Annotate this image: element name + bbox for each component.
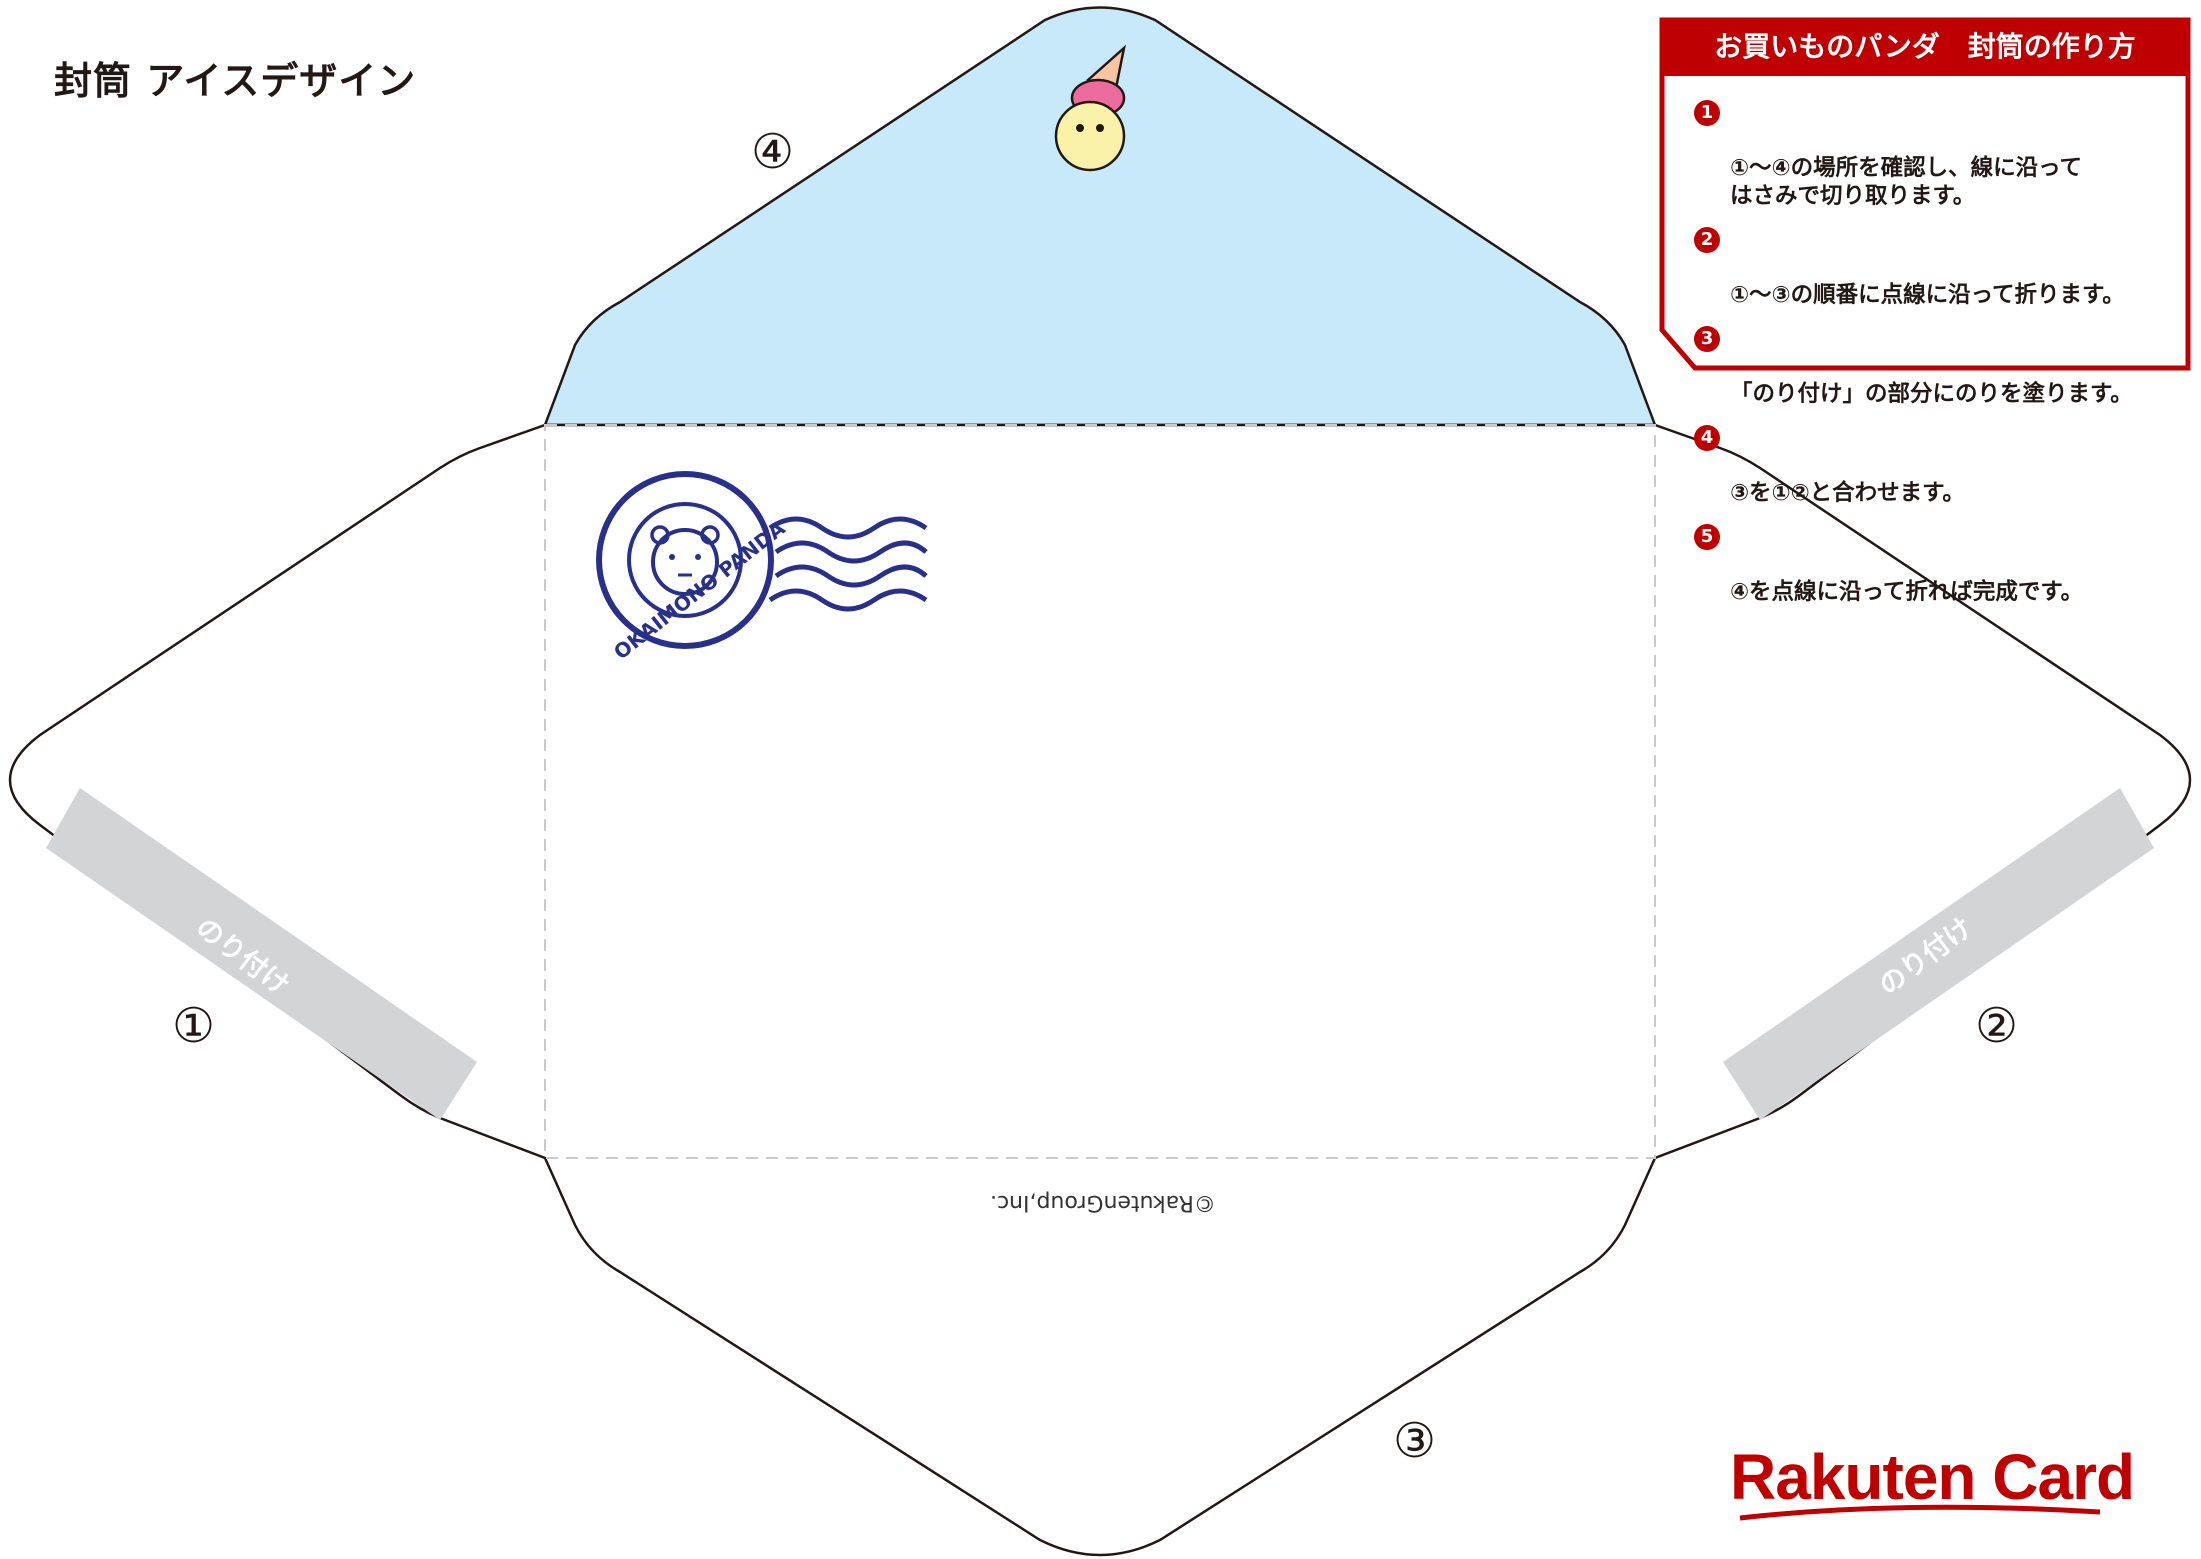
instruction-step: 3 「のり付け」の部分にのりを塗ります。 <box>1694 324 2184 408</box>
fold-number-2: ② <box>1975 998 2019 1054</box>
instruction-step: 2 ①〜③の順番に点線に沿って折ります。 <box>1694 225 2184 309</box>
page-title: 封筒 アイスデザイン <box>54 59 417 103</box>
rakuten-card-logo: Rakuten Card <box>1730 1441 2135 1513</box>
instructions-panel: お買いものパンダ 封筒の作り方 1 ①〜④の場所を確認し、線に沿って はさみで切… <box>1660 18 2190 605</box>
step-text: ①〜④の場所を確認し、線に沿って はさみで切り取ります。 <box>1730 155 2082 209</box>
step-text: ③を①②と合わせます。 <box>1730 480 1965 506</box>
fold-number-4: ④ <box>751 124 795 180</box>
top-flap-4 <box>543 6 1657 427</box>
step-number-badge: 2 <box>1694 227 1720 253</box>
glue-strip-left <box>46 788 477 1120</box>
step-number-badge: 5 <box>1694 524 1720 550</box>
instructions-steps: 1 ①〜④の場所を確認し、線に沿って はさみで切り取ります。 2 ①〜③の順番に… <box>1694 98 2184 621</box>
envelope-body <box>8 423 2192 1557</box>
ice-cream-illustration <box>1054 44 1126 172</box>
instructions-title: お買いものパンダ 封筒の作り方 <box>1660 18 2190 76</box>
copyright-text: ©RakutenGroup,Inc. <box>990 1190 1216 1215</box>
step-number-badge: 3 <box>1694 326 1720 352</box>
step-text: 「のり付け」の部分にのりを塗ります。 <box>1730 381 2133 407</box>
step-text: ①〜③の順番に点線に沿って折ります。 <box>1730 282 2125 308</box>
fold-number-3: ③ <box>1393 1413 1437 1469</box>
fold-number-1: ① <box>172 998 216 1054</box>
brand-swoosh <box>1739 1504 2101 1521</box>
instruction-step: 5 ④を点線に沿って折れば完成です。 <box>1694 522 2184 606</box>
step-number-badge: 1 <box>1694 100 1720 126</box>
glue-strip-right <box>1723 788 2154 1120</box>
instruction-step: 1 ①〜④の場所を確認し、線に沿って はさみで切り取ります。 <box>1694 98 2184 210</box>
step-number-badge: 4 <box>1694 425 1720 451</box>
step-text: ④を点線に沿って折れば完成です。 <box>1730 579 2084 605</box>
instruction-step: 4 ③を①②と合わせます。 <box>1694 423 2184 507</box>
